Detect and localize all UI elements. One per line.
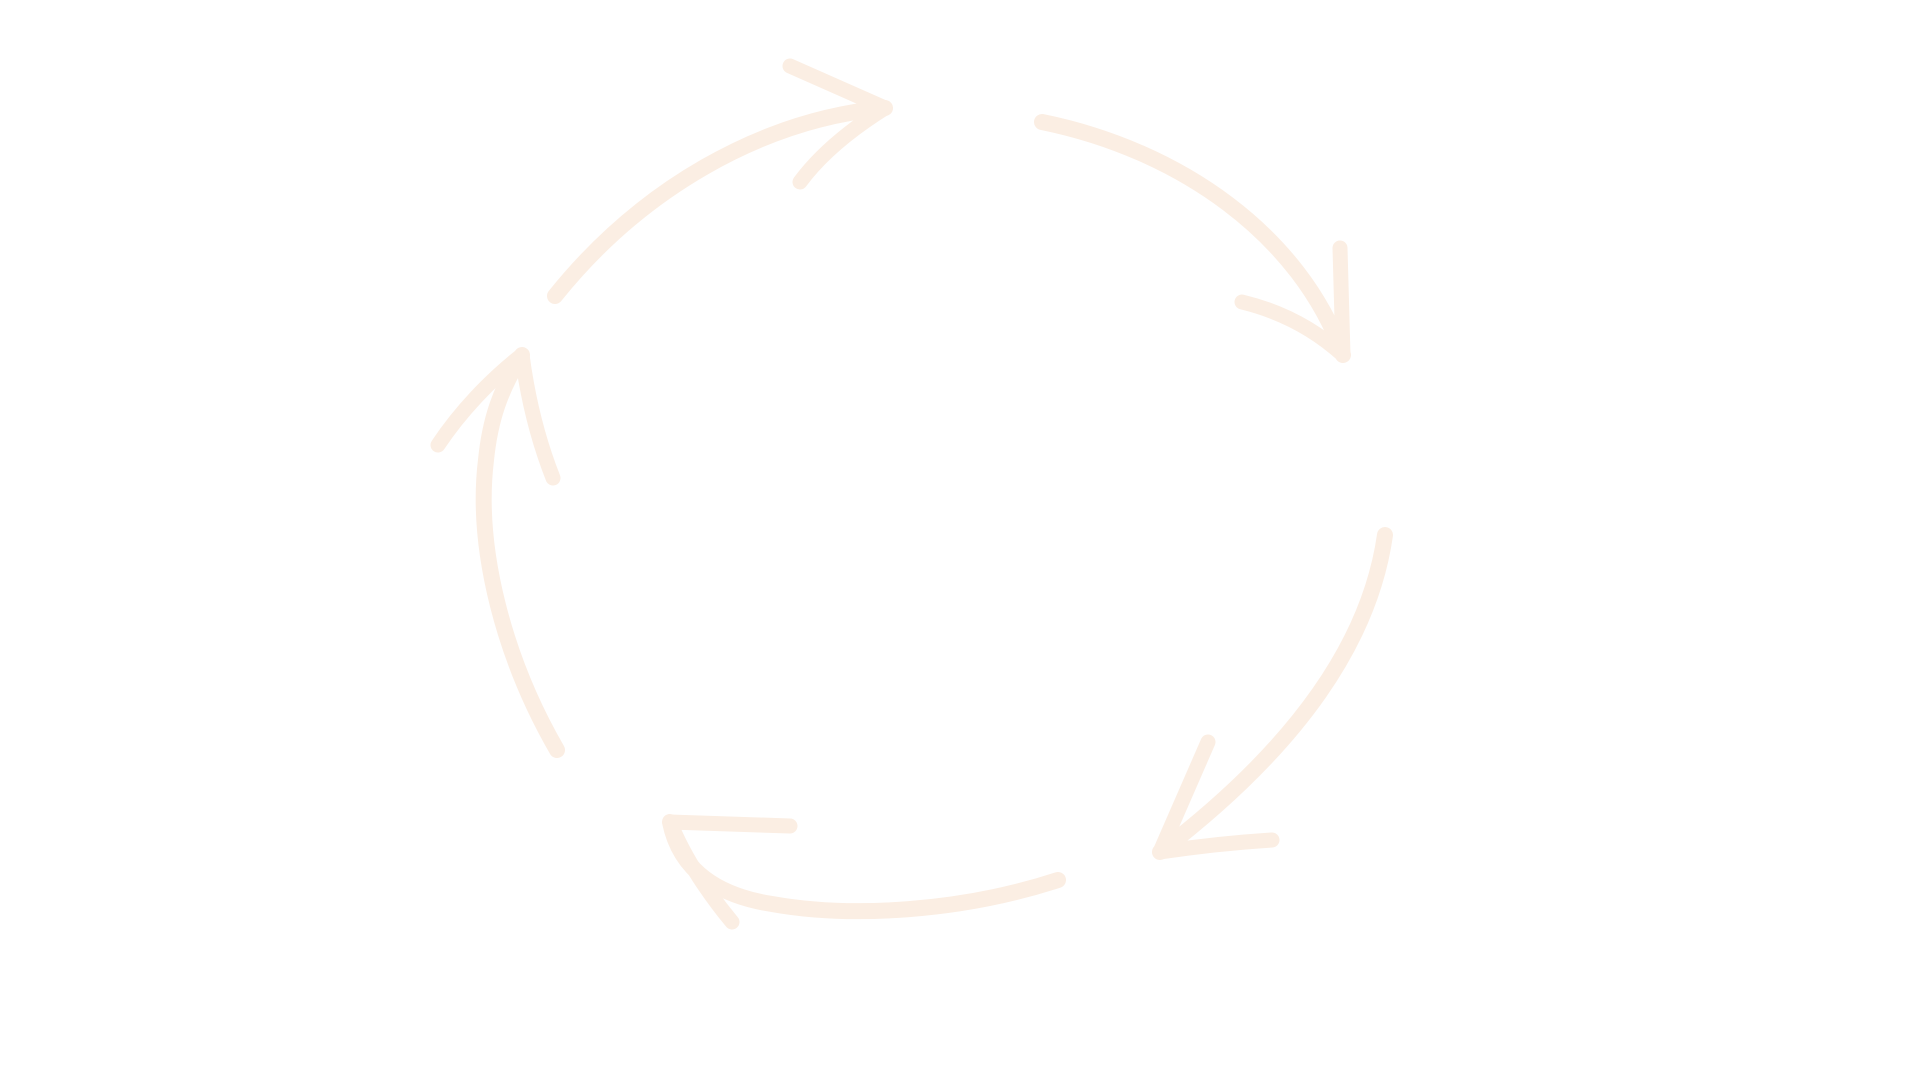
arrow-4-shaft	[662, 814, 1066, 920]
arrow-3-head-upper	[1152, 734, 1216, 860]
cycle-arrow-2	[1034, 114, 1351, 363]
arrow-2-head-lower	[1234, 294, 1351, 363]
arrow-4-head-lower	[662, 814, 740, 930]
arrow-3-head-lower	[1152, 832, 1280, 860]
arrow-4-head-upper	[662, 814, 798, 834]
cycle-arrow-1	[547, 58, 893, 304]
arrow-2-shaft	[1034, 114, 1351, 363]
arrow-3-shaft	[1152, 527, 1393, 860]
arrow-5-head-right	[514, 347, 561, 486]
arrow-2-head-upper	[1332, 240, 1351, 363]
cycle-arrow-3	[1152, 527, 1393, 860]
arrow-1-head-upper	[782, 58, 893, 116]
arrow-1-shaft	[547, 100, 893, 304]
cycle-arrow-4	[662, 814, 1066, 930]
arrow-5-shaft	[475, 347, 565, 758]
arrow-5-head-left	[430, 347, 530, 453]
cycle-arrow-5	[430, 347, 565, 758]
arrow-1-head-lower	[792, 100, 893, 190]
